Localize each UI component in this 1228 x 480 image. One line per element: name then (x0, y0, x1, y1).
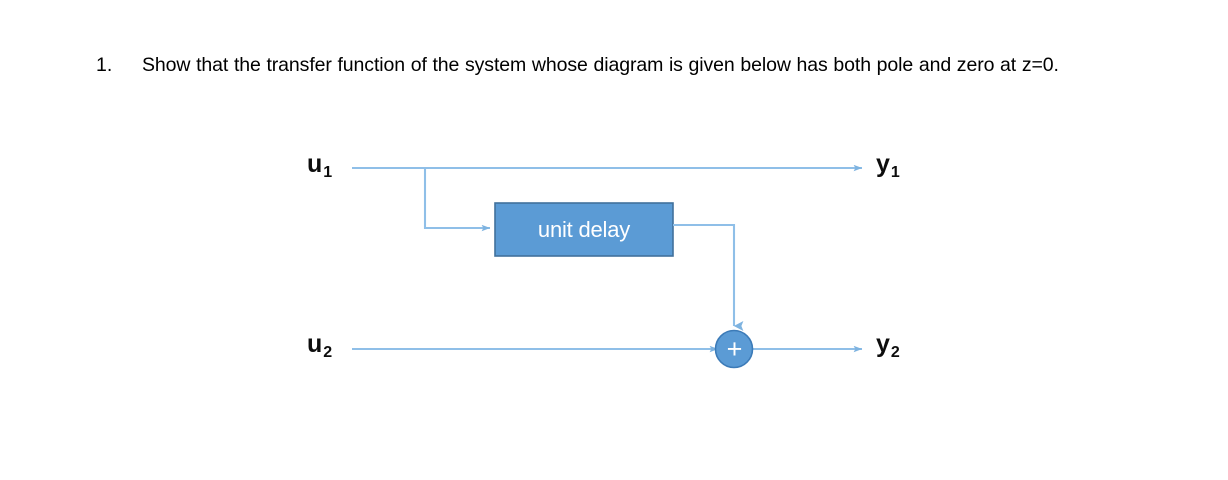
signal-label-u1-sub: 1 (323, 164, 333, 181)
signal-delay-to-sum (673, 223, 744, 331)
signal-label-u1-base: u (307, 150, 323, 178)
question-block: 1. Show that the transfer function of th… (96, 50, 1186, 80)
signal-label-y2: y2 (876, 330, 900, 361)
signal-label-u1: u1 (307, 150, 332, 181)
list-marker: 1. (96, 54, 113, 76)
signal-label-u2: u2 (307, 330, 332, 361)
question-text: Show that the transfer function of the s… (142, 54, 1059, 76)
signal-label-y1-sub: 1 (890, 164, 900, 181)
signal-label-u2-sub: 2 (323, 344, 333, 361)
summing-junction[interactable] (714, 329, 754, 369)
signal-label-u2-base: u (307, 330, 323, 358)
unit-delay-block[interactable] (494, 202, 674, 257)
signal-u1-branch-to-delay (423, 169, 491, 232)
question-row: 1. Show that the transfer function of th… (96, 50, 1186, 80)
signal-label-y1: y1 (876, 150, 900, 181)
signal-label-y1-base: y (876, 150, 890, 178)
signal-label-y2-sub: 2 (890, 344, 900, 361)
signal-label-y2-base: y (876, 330, 890, 358)
